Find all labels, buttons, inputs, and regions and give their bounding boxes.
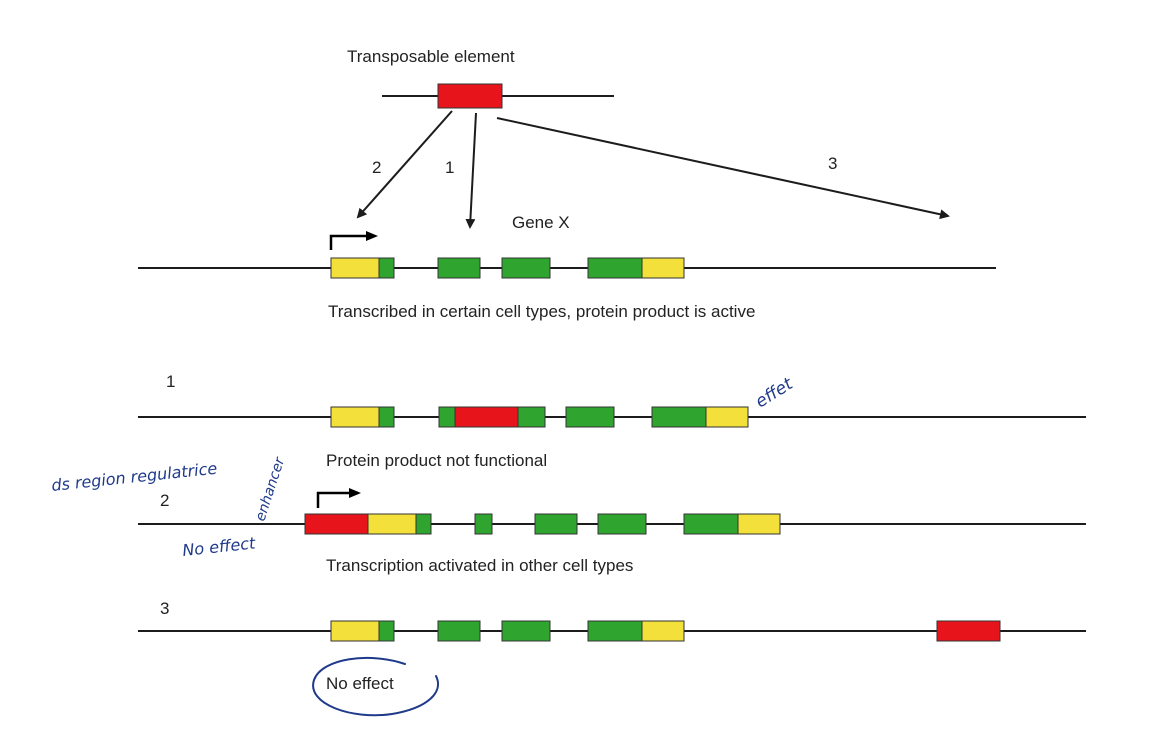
scenario-1-caption: Protein product not functional <box>326 451 547 470</box>
insertion-arrow-2 <box>356 110 453 219</box>
exon-block <box>437 257 481 279</box>
promoter-arrow <box>316 488 361 508</box>
exon-block <box>378 620 395 642</box>
exon-block <box>438 406 456 428</box>
insertion-arrow-3 <box>496 117 950 220</box>
scenario-1-number: 1 <box>166 372 175 391</box>
exon-block <box>501 257 551 279</box>
utr-5-block <box>330 257 380 279</box>
handwritten-no-effect-note: No effect <box>181 533 256 560</box>
reference-gene <box>138 231 996 279</box>
utr-3-block <box>641 620 685 642</box>
scenario-2-number: 2 <box>160 491 169 510</box>
utr-3-block <box>705 406 749 428</box>
exon-block <box>587 257 643 279</box>
exon-block <box>415 513 432 535</box>
exon-block <box>597 513 647 535</box>
exon-block <box>437 620 481 642</box>
scenario-3-number: 3 <box>160 599 169 618</box>
scenario-3-caption: No effect <box>326 674 394 693</box>
inserted-transposon-block <box>936 620 1001 642</box>
exon-block <box>517 406 546 428</box>
utr-5-block <box>330 406 380 428</box>
exon-block <box>378 257 395 279</box>
inserted-transposon-block <box>454 406 519 428</box>
transposon-title: Transposable element <box>347 47 515 66</box>
utr-5-block <box>330 620 380 642</box>
insertion-arrow-1 <box>465 112 477 229</box>
exon-block <box>683 513 739 535</box>
promoter-arrow <box>329 231 378 250</box>
utr-5-block <box>367 513 417 535</box>
exon-block <box>378 406 395 428</box>
exon-block <box>501 620 551 642</box>
arrow-label-3: 3 <box>828 154 837 173</box>
exon-block <box>651 406 707 428</box>
utr-3-block <box>641 257 685 279</box>
handwritten-enhancer-note: enhancer <box>253 454 289 523</box>
inserted-transposon-block <box>304 513 369 535</box>
scenario-2-caption: Transcription activated in other cell ty… <box>326 556 633 575</box>
utr-3-block <box>737 513 781 535</box>
handwritten-circle-mark <box>312 656 439 717</box>
scenario-3-gene <box>138 620 1086 642</box>
transposon-element-block <box>437 83 503 109</box>
exon-block <box>534 513 578 535</box>
arrow-label-1: 1 <box>445 158 454 177</box>
exon-block <box>587 620 643 642</box>
scenario-2-gene <box>138 488 1086 535</box>
scenario-1-gene <box>138 406 1086 428</box>
arrow-label-2: 2 <box>372 158 381 177</box>
handwritten-effect-note: effet <box>752 373 798 412</box>
gene-label: Gene X <box>512 213 570 232</box>
handwritten-cis-region-note: ds region regulatrice <box>50 459 218 495</box>
exon-block <box>565 406 615 428</box>
reference-caption: Transcribed in certain cell types, prote… <box>328 302 755 321</box>
exon-block <box>474 513 493 535</box>
